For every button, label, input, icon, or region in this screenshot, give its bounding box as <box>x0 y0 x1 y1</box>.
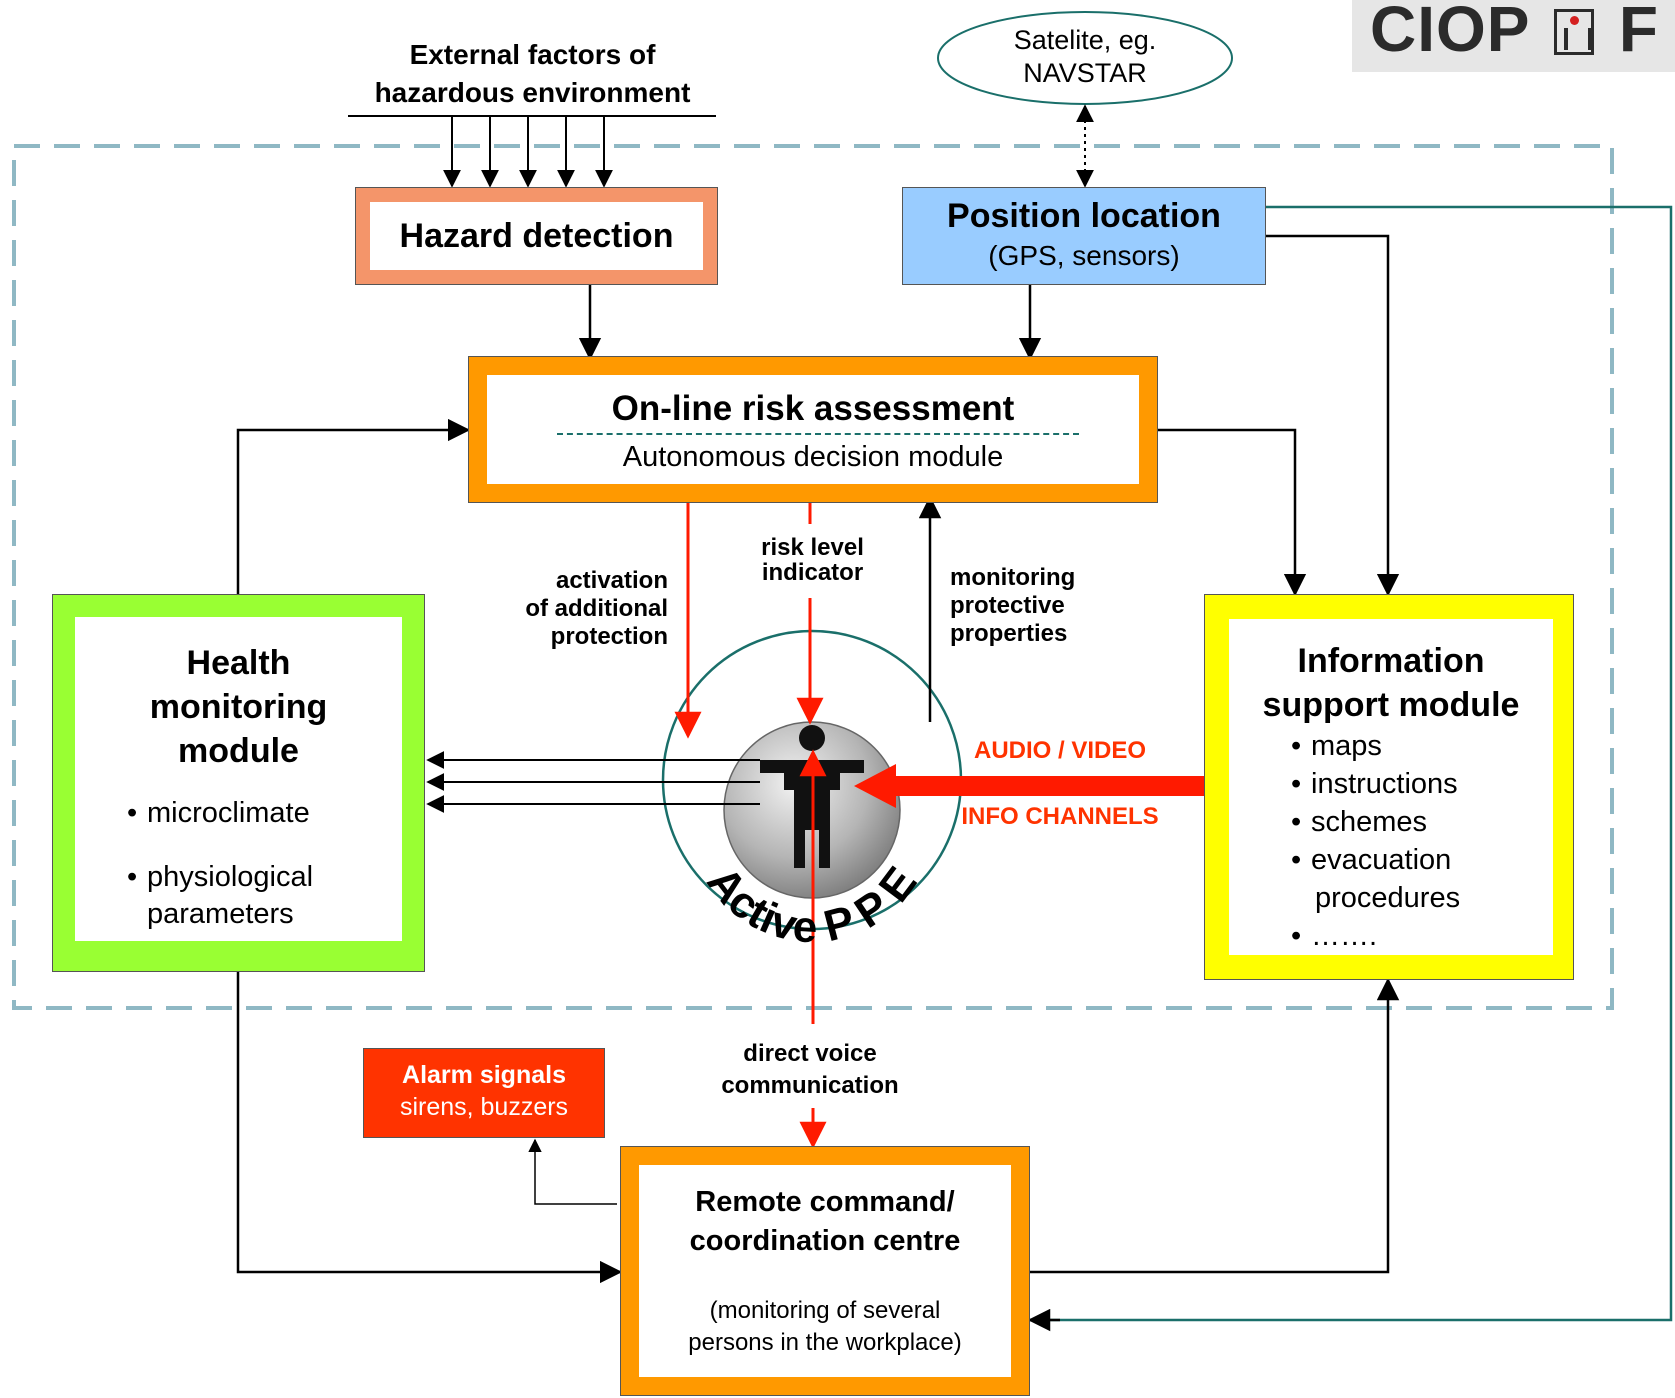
logo-person-icon <box>1554 9 1595 55</box>
external-factors-line1: External factors of <box>409 39 656 70</box>
health-to-risk-arrow <box>236 418 471 594</box>
info-module-box: Information support module maps instruct… <box>1204 594 1574 980</box>
satellite-line1: Satelite, eg. <box>1013 25 1157 55</box>
info-channels-label: INFO CHANNELS <box>961 803 1159 830</box>
remote-centre-box: Remote command/ coordination centre (mon… <box>620 1146 1030 1396</box>
risk-assessment-divider <box>557 433 1079 435</box>
health-module-title: Health monitoring module <box>75 641 402 773</box>
hazard-detection-title: Hazard detection <box>399 216 674 255</box>
info-title-line1: Information <box>1297 642 1485 680</box>
direct-voice-label: direct voice communication <box>721 1040 899 1099</box>
position-location-box: Position location (GPS, sensors) <box>902 187 1266 285</box>
satellite-line2: NAVSTAR <box>1023 58 1147 88</box>
logo-text: CIOP <box>1370 0 1530 65</box>
risk-assessment-title: On-line risk assessment <box>611 389 1015 428</box>
info-module-title: Information support module <box>1229 639 1553 727</box>
alarm-subtitle: sirens, buzzers <box>399 1093 569 1121</box>
remote-centre-note: (monitoring of several persons in the wo… <box>688 1297 962 1356</box>
health-to-remote-arrow <box>236 972 623 1284</box>
position-location-subtitle: (GPS, sensors) <box>988 240 1180 271</box>
logo-tail: F <box>1618 0 1659 65</box>
health-title-line3: module <box>178 732 299 770</box>
list-item: schemes <box>1291 803 1460 841</box>
monitoring-label: monitoring protective properties <box>950 564 1076 647</box>
info-module-list: maps instructions schemes evacuationproc… <box>1291 727 1460 955</box>
alarm-title: Alarm signals <box>402 1061 566 1089</box>
risk-assessment-subtitle: Autonomous decision module <box>622 441 1004 473</box>
risk-to-info-arrow <box>1158 428 1307 597</box>
hazard-detection-box: Hazard detection <box>355 187 718 285</box>
satellite-ellipse <box>937 11 1233 105</box>
health-title-line2: monitoring <box>149 688 328 726</box>
satellite-label: Satelite, eg. NAVSTAR <box>960 24 1210 90</box>
list-item: microclimate <box>127 795 313 832</box>
risk-level-label: risk level indicator <box>761 534 864 586</box>
health-item-continuation: parameters <box>147 898 294 930</box>
risk-assessment-box: On-line risk assessment Autonomous decis… <box>468 356 1158 503</box>
list-item: instructions <box>1291 765 1460 803</box>
external-factors-line2: hazardous environment <box>374 77 691 108</box>
health-module-box: Health monitoring module microclimate ph… <box>52 594 425 972</box>
list-item: maps <box>1291 727 1460 765</box>
remote-to-alarm-arrow <box>528 1138 617 1205</box>
audio-video-label: AUDIO / VIDEO <box>973 737 1147 764</box>
external-factors-label: External factors of hazardous environmen… <box>340 36 725 112</box>
position-to-remote-line <box>1030 205 1673 1322</box>
info-item-continuation: procedures <box>1315 882 1461 914</box>
alarm-signals-box: Alarm signals sirens, buzzers <box>363 1048 605 1138</box>
ppe-to-health-arrows <box>426 751 760 813</box>
position-location-title: Position location <box>947 197 1221 235</box>
audio-video-arrow <box>854 764 1204 808</box>
health-title-line1: Health <box>186 644 291 682</box>
remote-centre-title: Remote command/ coordination centre <box>689 1186 961 1257</box>
remote-to-info-arrow <box>1030 977 1400 1274</box>
external-factors-arrows <box>443 116 613 188</box>
activation-label: activation of additional protection <box>525 567 668 650</box>
ciop-logo: CIOP F <box>1352 0 1675 72</box>
info-title-line2: support module <box>1262 686 1520 724</box>
position-to-info-arrow <box>1266 234 1400 597</box>
list-item: ……. <box>1291 917 1460 955</box>
